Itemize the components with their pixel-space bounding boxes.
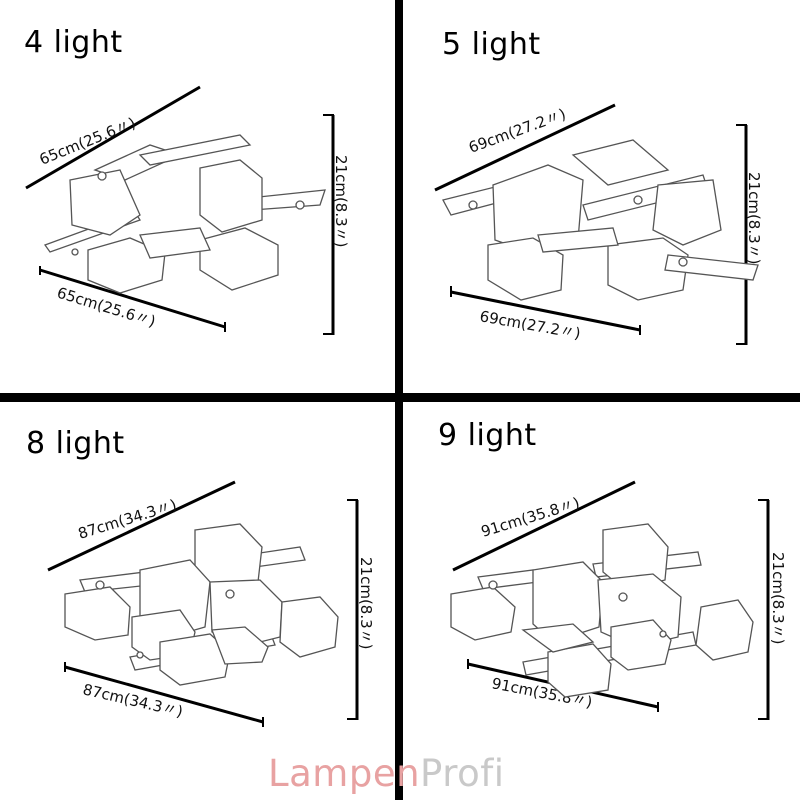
lamp-sketch — [450, 523, 754, 698]
top-width-line — [452, 480, 636, 572]
panel-title: 8 light — [26, 426, 125, 461]
top-width-label: 87cm(34.3〃) — [76, 496, 179, 543]
panel-9-light: 9 light 91cm(35.8〃) 91cm(35.8〃) 21cm(8.3… — [403, 402, 798, 795]
watermark-part-profi: Profi — [420, 752, 505, 795]
panel-title: 4 light — [24, 25, 123, 60]
panel-title: 9 light — [438, 418, 537, 453]
height-label: 21cm(8.3〃) — [769, 552, 787, 645]
watermark-part-lampen: Lampen — [268, 752, 421, 795]
bottom-width-line — [450, 290, 641, 332]
bottom-width-label: 69cm(27.2〃) — [478, 307, 582, 342]
height-label: 21cm(8.3〃) — [357, 557, 375, 650]
top-width-line — [25, 85, 201, 190]
lamp-diagram: 65cm(25.6〃) 65cm(25.6〃) 21cm(8.3〃) — [25, 85, 350, 335]
horizontal-divider — [0, 393, 800, 402]
lamp-diagram: 69cm(27.2〃) 69cm(27.2〃) 21cm(8.3〃) — [434, 103, 763, 345]
bottom-width-line — [64, 665, 264, 724]
top-width-label: 69cm(27.2〃) — [466, 105, 568, 157]
lamp-sketch — [442, 139, 759, 301]
panel-title: 5 light — [442, 27, 541, 62]
height-label: 21cm(8.3〃) — [745, 172, 763, 265]
lamp-sketch — [43, 134, 326, 294]
height-label: 21cm(8.3〃) — [332, 155, 350, 248]
top-width-line — [434, 103, 616, 192]
lamp-sketch — [64, 523, 339, 686]
lamp-diagram: 87cm(34.3〃) 87cm(34.3〃) 21cm(8.3〃) — [47, 480, 375, 727]
panel-4-light: 4 light 65cm(25.6〃) 65cm(25.6〃) 21cm(8.3… — [0, 0, 395, 393]
lamp-diagram: 91cm(35.8〃) 91cm(35.8〃) 21cm(8.3〃) — [450, 480, 787, 720]
watermark: LampenProfi — [268, 752, 505, 795]
panel-5-light: 5 light 69cm(27.2〃) 69cm(27.2〃) 21cm(8.3… — [403, 0, 798, 393]
panel-8-light: 8 light 87cm(34.3〃) 87cm(34.3〃) 21cm(8.3… — [0, 402, 395, 795]
top-width-line — [47, 480, 236, 572]
bottom-width-line — [39, 268, 226, 329]
